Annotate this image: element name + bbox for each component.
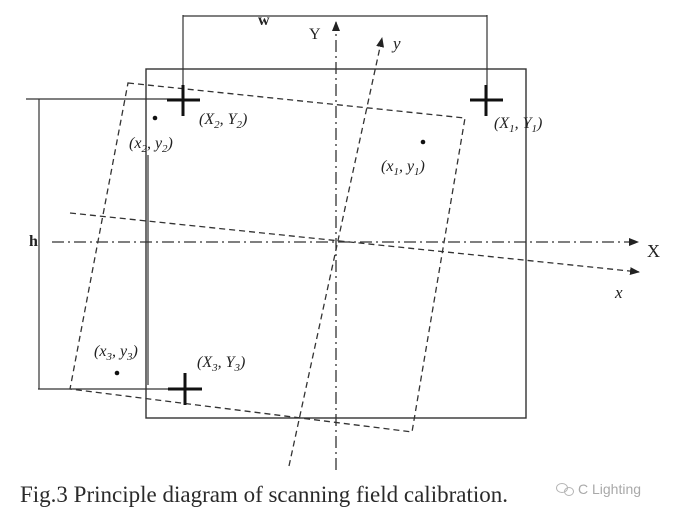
crosshair-X1Y1 (470, 85, 503, 116)
crosshair-X3Y3 (168, 373, 202, 405)
label-X2Y2: (X2, Y2) (199, 111, 247, 131)
wechat-icon (556, 482, 574, 496)
label-axis-x: x (614, 283, 623, 302)
watermark-text: C Lighting (578, 481, 642, 497)
label-X1Y1: (X1, Y1) (494, 115, 542, 135)
dot-x1y1 (420, 139, 426, 145)
label-x2y2: (x2, y2) (129, 135, 173, 155)
axis-y-line (288, 37, 384, 467)
axis-x-line (69, 212, 640, 276)
dot-x3y3 (114, 370, 120, 376)
label-w: w (258, 12, 270, 29)
label-axis-Y: Y (309, 26, 321, 43)
label-X3Y3: (X3, Y3) (197, 354, 245, 374)
label-axis-y: y (391, 34, 401, 53)
label-axis-X: X (647, 241, 660, 261)
actual-field-dashed (69, 82, 466, 433)
dot-x2y2 (152, 115, 158, 121)
label-x1y1: (x1, y1) (381, 158, 425, 178)
crosshair-X2Y2 (167, 85, 200, 116)
label-h: h (29, 233, 38, 250)
figure-caption: Fig.3 Principle diagram of scanning fiel… (20, 482, 508, 507)
label-x3y3: (x3, y3) (94, 343, 138, 363)
watermark: C Lighting (556, 481, 641, 497)
